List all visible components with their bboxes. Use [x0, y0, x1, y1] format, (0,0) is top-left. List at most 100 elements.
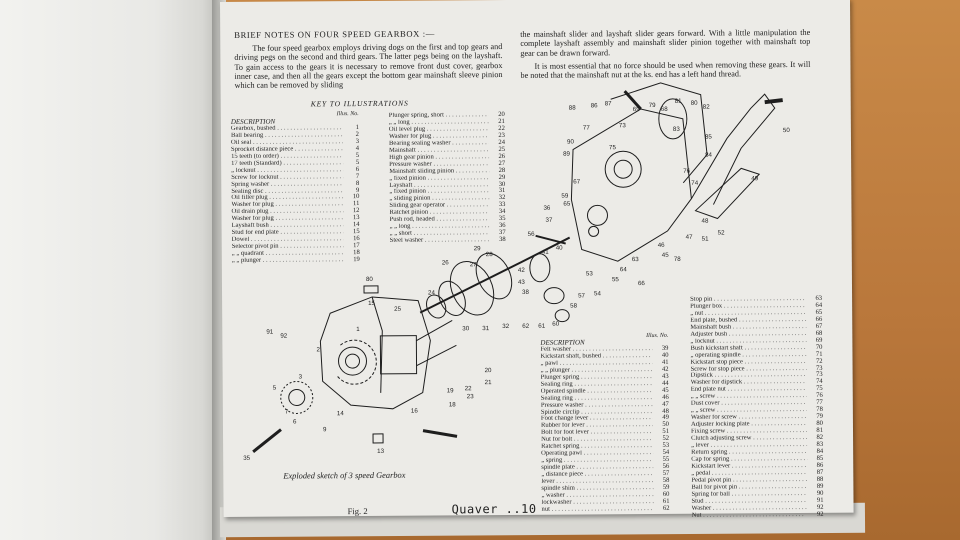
- gearbox-shell: [319, 296, 431, 410]
- callout: 76: [683, 168, 690, 175]
- ratchet-spring: [543, 287, 565, 305]
- exploded-gearbox-drawing: 91 92 2 3 5 6 7 35 14 9 1 16 13 15 80 25…: [243, 82, 790, 462]
- callout: 91: [266, 329, 273, 336]
- callout: 25: [394, 306, 401, 313]
- callout: 43: [518, 279, 525, 286]
- callout: 84: [705, 152, 712, 159]
- callout: 40: [556, 245, 563, 252]
- callout: 31: [482, 325, 489, 332]
- callout: 58: [570, 303, 577, 310]
- callout: 57: [578, 292, 585, 299]
- callout: 59: [561, 193, 568, 200]
- callout: 7: [285, 409, 289, 416]
- kickstart-pedal: [623, 90, 642, 111]
- callout: 56: [528, 231, 535, 238]
- callout: 61: [538, 323, 545, 330]
- figure-label: Fig. 2: [347, 505, 368, 517]
- callout: 80: [691, 100, 698, 107]
- shell-edge: [371, 296, 383, 393]
- callout: 41: [542, 249, 549, 256]
- oil-filler-plug: [363, 285, 379, 294]
- callout: 27: [470, 261, 477, 268]
- callout: 18: [449, 401, 456, 408]
- pressure-washer: [426, 294, 447, 319]
- left-page: [0, 0, 220, 540]
- callout: 45: [662, 252, 669, 259]
- callout: 16: [411, 408, 418, 415]
- callout: 80: [366, 276, 373, 283]
- sprocket-boss: [338, 346, 368, 376]
- callout: 92: [280, 333, 287, 340]
- foot-change-lever: [694, 167, 761, 220]
- callout: 54: [594, 290, 601, 297]
- callout: 35: [243, 455, 250, 462]
- callout: 28: [486, 251, 493, 258]
- callout: 19: [447, 387, 454, 394]
- callout: 23: [467, 393, 474, 400]
- callout: 5: [273, 385, 277, 392]
- callout: 51: [702, 236, 709, 243]
- callout: 68: [661, 106, 668, 113]
- callout: 30: [462, 325, 469, 332]
- sprocket: [280, 380, 314, 414]
- mainshaft: [419, 236, 571, 314]
- mainshaft-bush: [586, 204, 608, 226]
- callout: 49: [751, 175, 758, 182]
- stud-bolt: [252, 428, 282, 453]
- callout: 6: [293, 418, 297, 425]
- callout: 1: [356, 326, 360, 333]
- callout: 53: [586, 270, 593, 277]
- callout: 86: [591, 102, 598, 109]
- callout: 48: [702, 218, 709, 225]
- return-spring: [658, 98, 688, 140]
- figure-caption: Exploded sketch of 3 speed Gearbox: [283, 470, 406, 481]
- callout: 82: [703, 104, 710, 111]
- callout: 32: [502, 323, 509, 330]
- callout: 88: [569, 105, 576, 112]
- callout-labels: 91 92 2 3 5 6 7 35 14 9 1 16 13 15 80 25…: [243, 98, 790, 462]
- callout: 42: [518, 267, 525, 274]
- callout: 74: [691, 180, 698, 187]
- end-plate: [570, 108, 692, 262]
- callout: 3: [299, 373, 303, 380]
- callout: 26: [442, 259, 449, 266]
- callout: 64: [620, 266, 627, 273]
- callout: 79: [649, 102, 656, 109]
- callout: 22: [465, 385, 472, 392]
- end-plate-boss: [604, 150, 642, 188]
- callout: 81: [675, 98, 682, 105]
- callout: 55: [612, 276, 619, 283]
- callout: 62: [522, 323, 529, 330]
- callout: 63: [632, 256, 639, 263]
- callout: 90: [567, 139, 574, 146]
- callout: 83: [673, 126, 680, 133]
- callout: 37: [546, 217, 553, 224]
- callout: 87: [605, 100, 612, 107]
- selector-arms: [416, 319, 457, 367]
- sprocket-hub: [288, 388, 306, 406]
- kickstart-pinion: [529, 253, 551, 283]
- dust-cover: [610, 82, 708, 184]
- callout: 20: [485, 367, 492, 374]
- sprocket-outline: [336, 339, 377, 385]
- callout: 9: [323, 426, 327, 433]
- callout: 13: [377, 448, 384, 455]
- sliding-pinion: [475, 252, 513, 300]
- lever-rubber: [764, 98, 783, 105]
- oil-drain-plug: [372, 433, 384, 444]
- callout: 2: [316, 346, 320, 353]
- callout: 46: [658, 242, 665, 249]
- callout: 29: [474, 245, 481, 252]
- kickstart-lever: [690, 93, 776, 205]
- callout: 77: [583, 124, 590, 131]
- high-gear-pinion: [449, 261, 495, 316]
- callout: 24: [428, 290, 435, 297]
- callout: 85: [705, 134, 712, 141]
- callout: 47: [686, 234, 693, 241]
- plunger-box: [379, 335, 418, 375]
- adjuster-bush: [588, 225, 600, 237]
- callout: 75: [609, 144, 616, 151]
- operated-spindle: [535, 234, 566, 245]
- callout: 21: [485, 379, 492, 386]
- callout: 89: [563, 151, 570, 158]
